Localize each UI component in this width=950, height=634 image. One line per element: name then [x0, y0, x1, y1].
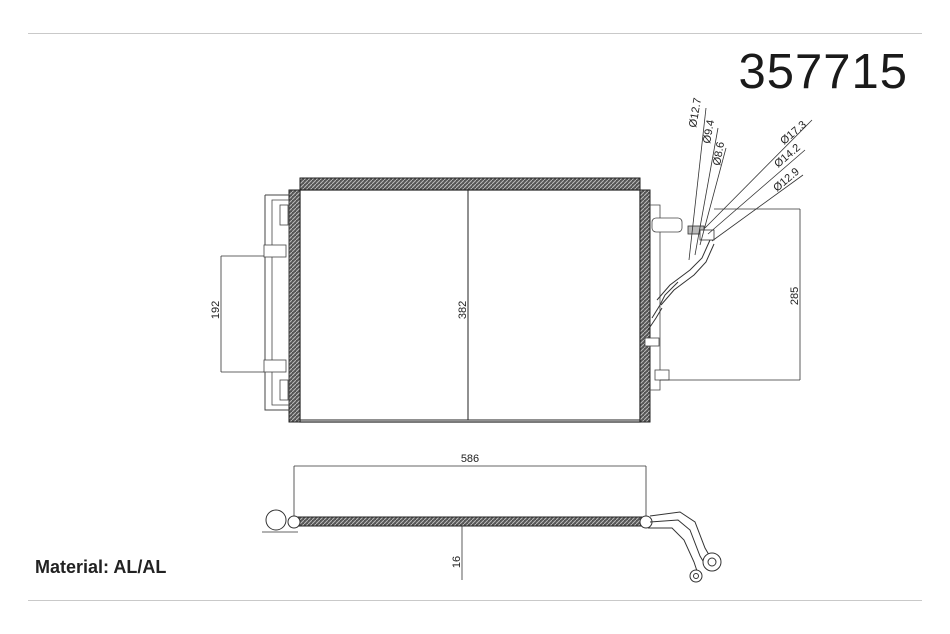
height-dimension-label: 382 — [457, 301, 469, 319]
width-dimension-label: 586 — [461, 453, 479, 465]
pipe-diameter-6: Ø12.9 — [771, 166, 802, 194]
left-tank — [288, 189, 301, 423]
bottom-divider — [28, 600, 922, 601]
pipe-dimension-label: 285 — [789, 287, 801, 305]
pipe-diameter-2: Ø9.4 — [701, 119, 717, 145]
part-number: 357715 — [738, 45, 908, 99]
front-view: 382 192 285 Ø12. — [210, 97, 813, 423]
bracket-dimension-label: 192 — [210, 301, 222, 319]
pipe-diameter-1: Ø12.7 — [687, 97, 704, 129]
material-label: Material: AL/AL — [35, 557, 167, 577]
condenser-core — [299, 189, 641, 423]
top-divider — [28, 33, 922, 34]
right-tank — [639, 189, 651, 423]
pipe-diameter-3: Ø8.6 — [711, 141, 727, 167]
bottom-core-bar — [295, 516, 647, 527]
bottom-view: 586 16 — [262, 453, 722, 583]
top-header-bar — [299, 177, 641, 191]
thickness-dimension-label: 16 — [451, 556, 463, 568]
